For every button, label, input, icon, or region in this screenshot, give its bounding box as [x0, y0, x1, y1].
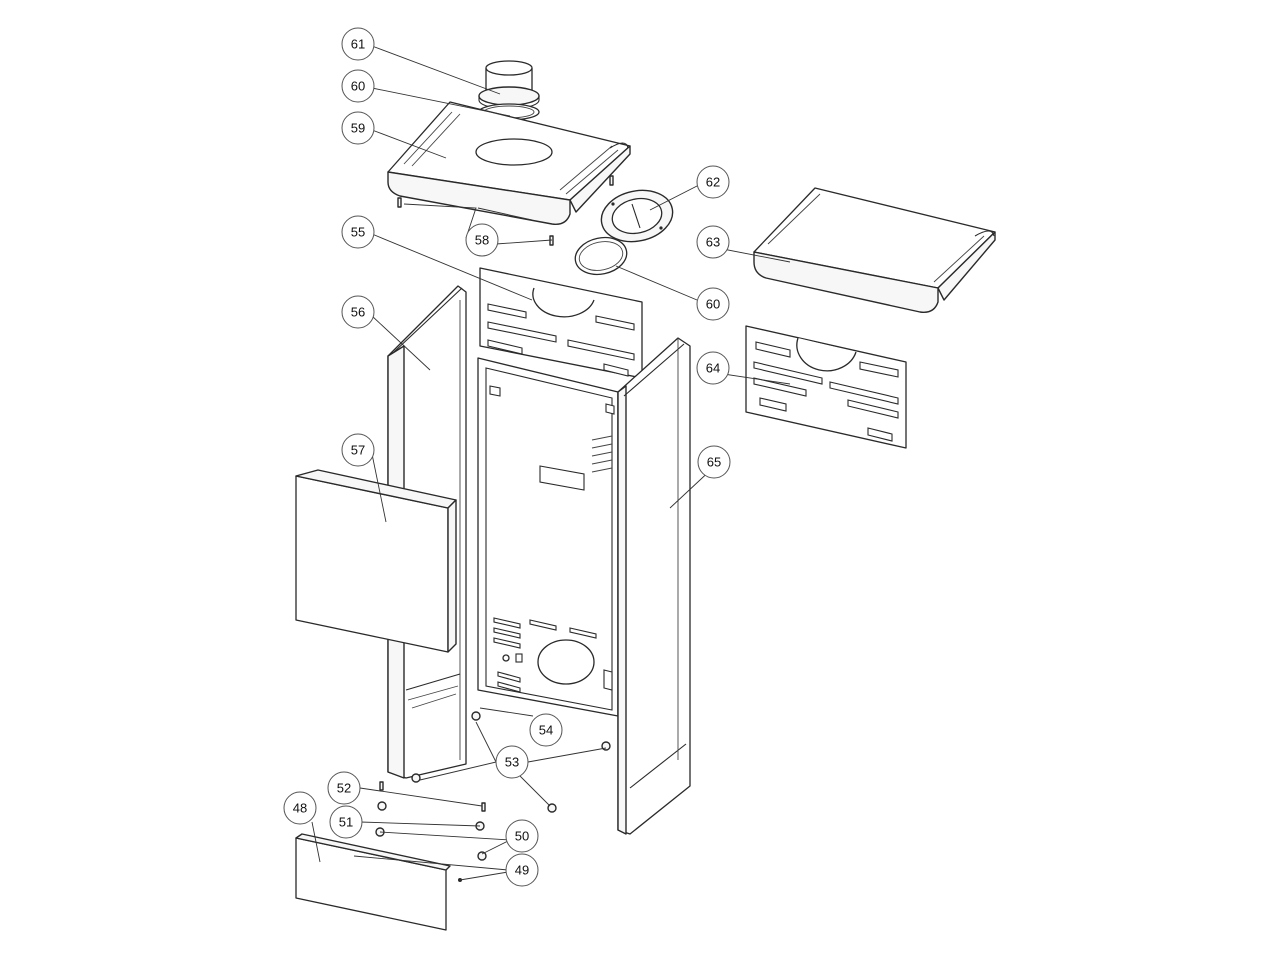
callout-53: 53	[495, 745, 529, 779]
callout-54: 54	[529, 713, 563, 747]
callout-label: 60	[706, 297, 720, 312]
callout-label: 62	[706, 175, 720, 190]
part-fasteners	[375, 711, 611, 882]
callout-57: 57	[341, 433, 375, 467]
callout-60-top: 60	[341, 69, 375, 103]
part-back-lower-panel	[477, 357, 619, 717]
callout-label: 48	[293, 801, 307, 816]
callout-label: 64	[706, 361, 720, 376]
callout-64: 64	[696, 351, 730, 385]
callout-label: 50	[515, 829, 529, 844]
callout-59: 59	[341, 111, 375, 145]
part-inspection-cover	[600, 189, 674, 243]
callout-label: 60	[351, 79, 365, 94]
callout-65: 65	[697, 445, 731, 479]
callout-label: 58	[475, 233, 489, 248]
callout-63: 63	[696, 225, 730, 259]
callout-48: 48	[283, 791, 317, 825]
callout-56: 56	[341, 295, 375, 329]
callout-label: 53	[505, 755, 519, 770]
callout-label: 49	[515, 863, 529, 878]
part-top-plate-alt	[753, 187, 996, 313]
callout-52: 52	[327, 771, 361, 805]
callout-55: 55	[341, 215, 375, 249]
part-back-panel-alt	[745, 325, 907, 449]
part-flue-collar	[478, 60, 540, 110]
callout-label: 51	[339, 815, 353, 830]
part-gasket-middle	[574, 236, 628, 276]
callout-label: 57	[351, 443, 365, 458]
callout-label: 54	[539, 723, 553, 738]
part-left-cover-plate	[295, 469, 457, 653]
part-front-plinth	[295, 833, 451, 931]
callout-label: 52	[337, 781, 351, 796]
callout-label: 59	[351, 121, 365, 136]
callout-49: 49	[505, 853, 539, 887]
callout-62: 62	[696, 165, 730, 199]
callout-label: 56	[351, 305, 365, 320]
callout-61: 61	[341, 27, 375, 61]
callout-label: 61	[351, 37, 365, 52]
callout-58: 58	[465, 223, 499, 257]
callout-label: 63	[706, 235, 720, 250]
callout-label: 55	[351, 225, 365, 240]
part-top-plate	[387, 101, 631, 225]
callout-50: 50	[505, 819, 539, 853]
callout-60-middle: 60	[696, 287, 730, 321]
callout-label: 65	[707, 455, 721, 470]
part-right-side-panel	[617, 337, 691, 835]
callout-51: 51	[329, 805, 363, 839]
leader-lines	[311, 45, 791, 881]
